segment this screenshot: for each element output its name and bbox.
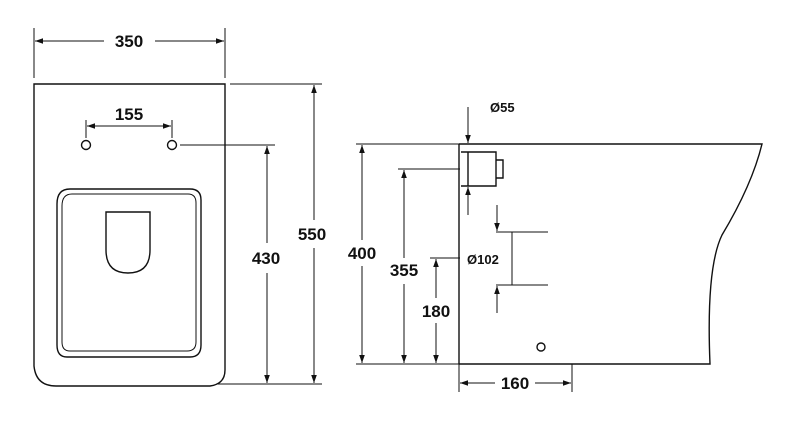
seat-lid-inner: [61, 193, 197, 352]
mounting-hole-left: [80, 139, 92, 151]
side-view: Ø55 Ø102 400 355 180 160: [348, 100, 763, 393]
front-body-outline: [33, 83, 226, 387]
dim-160-label: 160: [501, 374, 529, 393]
dim-355-label: 355: [390, 261, 418, 280]
dim-430-label: 430: [252, 249, 280, 268]
dim-550-label: 550: [298, 225, 326, 244]
base-hole: [536, 342, 546, 352]
side-body-outline: [459, 143, 763, 365]
dim-155-label: 155: [115, 105, 143, 124]
dim-180-label: 180: [422, 302, 450, 321]
mounting-hole-right: [166, 139, 178, 151]
dim-d102-label: Ø102: [467, 252, 499, 267]
seat-lid-outline: [56, 188, 202, 358]
inlet-connector: [461, 151, 504, 187]
dim-350-label: 350: [115, 32, 143, 51]
front-view: 350 155 430 550: [33, 28, 326, 387]
dim-400-label: 400: [348, 244, 376, 263]
dim-d55-label: Ø55: [490, 100, 515, 115]
bowl-opening: [105, 211, 151, 274]
